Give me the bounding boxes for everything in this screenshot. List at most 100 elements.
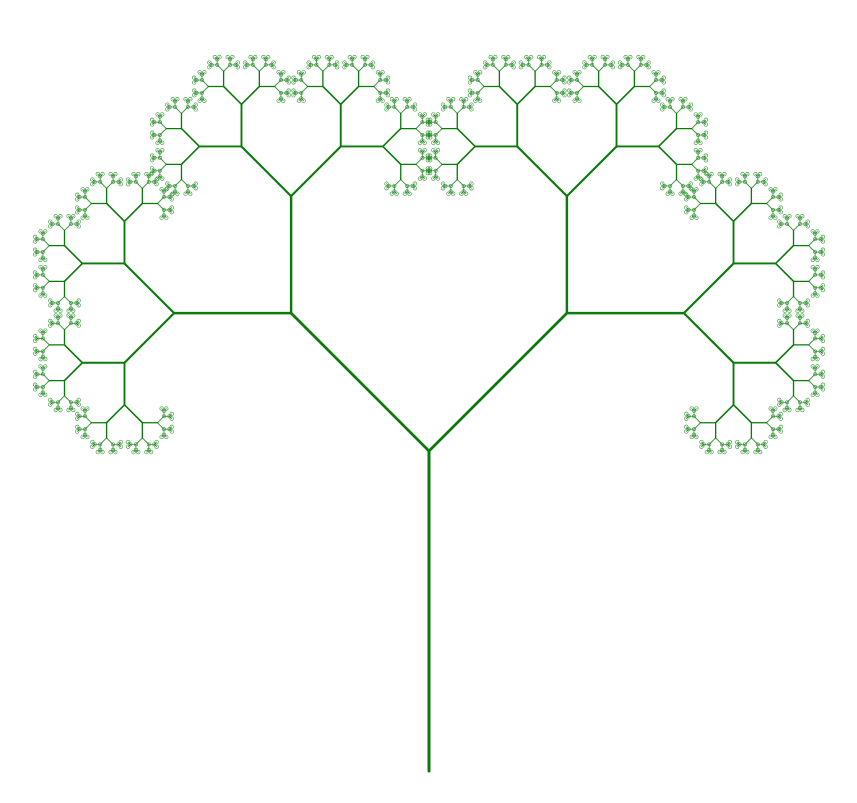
leaf-dot	[701, 155, 706, 160]
leaf-dot	[420, 174, 425, 179]
leaf-dot	[40, 272, 45, 277]
leaf-dot	[680, 99, 685, 104]
leaf-dot	[250, 62, 255, 67]
leaf-dot	[770, 195, 775, 200]
leaf-dot	[83, 432, 88, 437]
leaf-dot	[820, 275, 826, 280]
leaf-dot	[159, 147, 165, 153]
leaf-dot	[448, 99, 453, 104]
leaf-dot	[342, 64, 347, 70]
leaf-dot	[782, 407, 787, 413]
leaf-dot	[539, 57, 544, 62]
leaf-dot	[433, 120, 438, 125]
leaf-dot	[92, 179, 97, 184]
leaf-dot	[125, 444, 131, 449]
leaf-dot	[296, 98, 302, 103]
leaf-dot	[50, 400, 55, 405]
leaf-dot	[40, 349, 45, 354]
leaf-dot	[469, 186, 474, 191]
leaf-dot	[562, 75, 567, 80]
leaf-dot	[688, 102, 693, 107]
leaf-dot	[74, 222, 79, 227]
leaf-dot	[425, 166, 431, 171]
leaf-dot	[556, 70, 562, 75]
leaf-dot	[461, 183, 466, 188]
leaf-dot	[202, 98, 207, 103]
leaf-dot	[144, 171, 149, 177]
leaf-dot	[50, 321, 55, 326]
leaf-dot	[48, 303, 53, 308]
leaf-dot	[38, 356, 43, 362]
leaf-dot	[299, 78, 304, 83]
leaf-dot	[77, 207, 82, 212]
leaf-dot	[661, 88, 666, 93]
leaf-dot	[149, 166, 155, 171]
leaf-dot	[433, 150, 438, 155]
leaf-dot	[443, 183, 448, 188]
leaf-dot	[693, 176, 698, 181]
leaf-dot	[385, 80, 391, 85]
leaf-dot	[625, 57, 630, 62]
leaf-dot	[482, 60, 488, 65]
leaf-dot	[169, 197, 174, 202]
leaf-dot	[133, 442, 138, 447]
leaf-dot	[584, 62, 589, 67]
leaf-dot	[56, 300, 61, 305]
leaf-dot	[48, 224, 53, 229]
leaf-dot	[427, 166, 433, 171]
leaf-dot	[552, 98, 557, 103]
leaf-dot	[159, 187, 164, 192]
leaf-dot	[48, 318, 53, 324]
leaf-dot	[818, 250, 823, 255]
leaf-dot	[803, 300, 808, 305]
leaf-dot	[433, 133, 438, 138]
leaf-dot	[625, 62, 630, 67]
leaf-dot	[638, 62, 643, 67]
leaf-dot	[703, 158, 709, 163]
leaf-dot	[68, 222, 73, 227]
leaf-dot	[547, 64, 552, 70]
leaf-dot	[722, 171, 727, 177]
leaf-dot	[173, 189, 178, 194]
leaf-dot	[651, 98, 656, 103]
leaf-dot	[737, 442, 742, 447]
leaf-dot	[230, 54, 235, 60]
leaf-dot	[427, 122, 433, 127]
leaf-dot	[820, 283, 826, 288]
leaf-dot	[75, 210, 80, 215]
leaf-dot	[737, 179, 742, 184]
leaf-dot	[407, 97, 412, 102]
leaf-dot	[417, 147, 423, 153]
leaf-dot	[425, 117, 431, 123]
leaf-dot	[350, 57, 355, 62]
leaf-dot	[402, 191, 408, 196]
leaf-dot	[80, 406, 85, 411]
leaf-dot	[125, 177, 131, 182]
leaf-dot	[334, 60, 340, 65]
leaf-dot	[688, 186, 693, 191]
leaf-dot	[727, 444, 733, 449]
leaf-dot	[74, 300, 79, 305]
leaf-dot	[169, 411, 174, 417]
leaf-dot	[680, 183, 685, 188]
branch-segment	[63, 262, 84, 283]
leaf-dot	[425, 170, 431, 176]
leaf-dot	[660, 102, 665, 107]
leaf-dot	[805, 219, 810, 224]
leaf-dot	[420, 155, 425, 160]
leaf-dot	[509, 62, 514, 67]
leaf-dot	[161, 432, 166, 437]
leaf-dot	[742, 442, 747, 447]
leaf-dot	[385, 75, 391, 80]
leaf-dot	[490, 57, 495, 62]
leaf-dot	[32, 338, 38, 343]
leaf-dot	[125, 439, 131, 445]
leaf-dot	[75, 205, 80, 210]
leaf-dot	[405, 105, 410, 110]
leaf-dot	[248, 54, 253, 60]
leaf-dot	[284, 78, 289, 83]
leaf-dot	[577, 98, 582, 103]
branch-segment	[774, 244, 795, 265]
leaf-dot	[459, 191, 464, 196]
